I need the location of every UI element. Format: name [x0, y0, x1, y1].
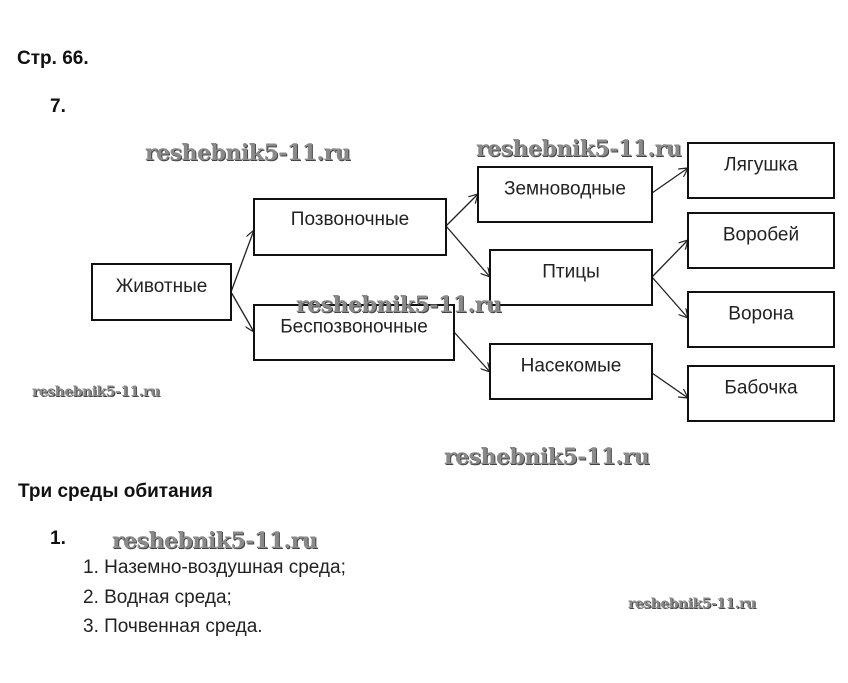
list-item: 3. Почвенная среда.	[83, 616, 263, 637]
node-label: Позвоночные	[291, 209, 409, 230]
arrow-invertebrates-to-insects	[453, 331, 490, 372]
node-vertebrates: Позвоночные	[253, 198, 447, 256]
node-label: Беспозвоночные	[280, 317, 428, 338]
node-box	[489, 343, 653, 400]
watermark: reshebnik5-11.ru	[112, 528, 318, 554]
node-box	[687, 212, 835, 269]
node-box	[253, 198, 447, 256]
node-box	[477, 166, 653, 223]
arrow-birds-to-crow	[651, 276, 688, 318]
watermark: reshebnik5-11.ru	[32, 384, 160, 400]
list-item: 1. Наземно-воздушная среда;	[83, 557, 346, 578]
node-box	[687, 365, 835, 422]
node-sparrow: Воробей	[687, 212, 835, 269]
watermark: reshebnik5-11.ru	[145, 140, 351, 166]
watermark: reshebnik5-11.ru	[444, 444, 650, 470]
watermark: reshebnik5-11.ru	[296, 292, 502, 318]
node-crow: Ворона	[687, 291, 835, 348]
list-item: 2. Водная среда;	[83, 587, 232, 608]
node-label: Животные	[116, 276, 208, 297]
arrow-vertebrates-to-birds	[445, 225, 490, 277]
section-task-number: 1.	[50, 528, 66, 549]
task-number: 7.	[50, 96, 66, 117]
arrow-animals-to-invertebrates	[230, 291, 254, 332]
node-frog: Лягушка	[687, 142, 835, 199]
node-box	[489, 249, 653, 306]
node-birds: Птицы	[489, 249, 653, 306]
node-amphibians: Земноводные	[477, 166, 653, 223]
node-label: Бабочка	[724, 378, 798, 399]
node-label: Земноводные	[504, 179, 626, 200]
node-label: Лягушка	[724, 155, 798, 176]
node-box	[687, 291, 835, 348]
node-label: Воробей	[723, 225, 799, 246]
node-label: Ворона	[728, 304, 794, 325]
section-title: Три среды обитания	[18, 481, 213, 502]
node-label: Насекомые	[521, 356, 622, 377]
arrow-insects-to-butterfly	[651, 372, 688, 398]
node-butterfly: Бабочка	[687, 365, 835, 422]
node-insects: Насекомые	[489, 343, 653, 400]
arrow-amphibians-to-frog	[651, 168, 688, 194]
node-label: Птицы	[542, 262, 600, 283]
watermark: reshebnik5-11.ru	[476, 136, 682, 162]
node-animals: Животные	[91, 263, 232, 321]
arrow-birds-to-sparrow	[651, 240, 688, 278]
arrow-vertebrates-to-amphibians	[445, 194, 478, 227]
watermark: reshebnik5-11.ru	[628, 596, 756, 612]
node-invertebrates: Беспозвоночные	[253, 304, 455, 361]
page-label: Стр. 66.	[17, 48, 89, 69]
arrow-animals-to-vertebrates	[230, 230, 254, 293]
node-box	[91, 263, 232, 321]
node-box	[253, 304, 455, 361]
node-box	[687, 142, 835, 199]
